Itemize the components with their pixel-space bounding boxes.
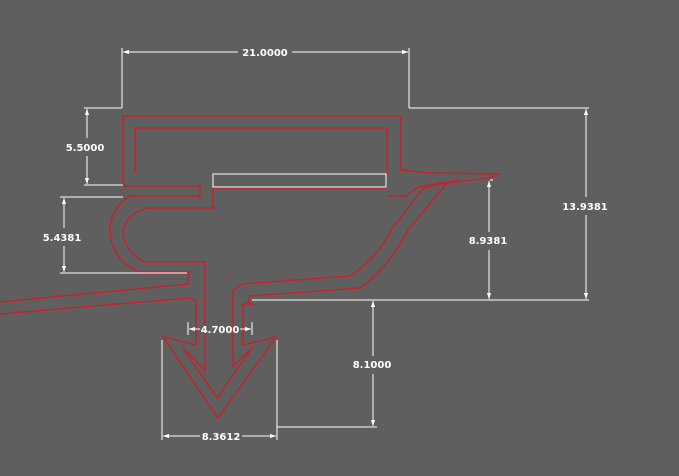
profile-hook-inner xyxy=(122,179,461,400)
profile-slot xyxy=(212,173,387,188)
dim-label-top-height: 5.5000 xyxy=(66,143,105,154)
profile-outer-top xyxy=(0,115,501,420)
dim-label-arrow-height: 8.1000 xyxy=(353,360,392,371)
dim-label-stem-width: 4.7000 xyxy=(201,325,240,336)
dim-label-arrow-width: 8.3612 xyxy=(202,432,241,443)
dim-label-top-width: 21.0000 xyxy=(242,48,288,59)
gasket-profile xyxy=(0,115,501,420)
dim-label-lip-height: 5.4381 xyxy=(43,233,82,244)
profile-inner-box xyxy=(134,127,388,173)
dimension-lines xyxy=(60,48,589,440)
dim-label-overall-height: 13.9381 xyxy=(562,202,608,213)
profile-box-bottom xyxy=(0,185,201,303)
dim-label-inner-height: 8.9381 xyxy=(469,236,508,247)
